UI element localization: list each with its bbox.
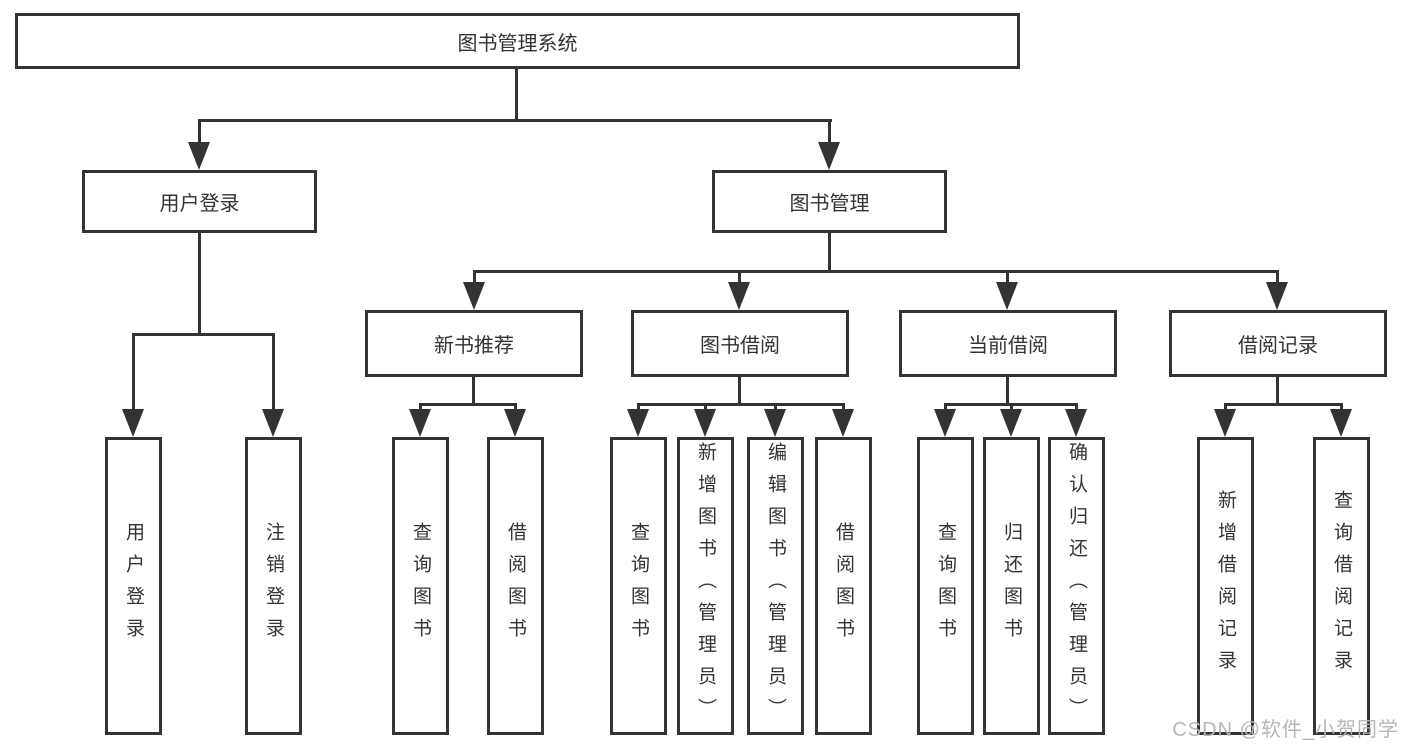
connector-segment xyxy=(514,403,517,412)
leaf-query-borrow-record: 查询借阅记录 xyxy=(1313,437,1370,735)
connector-segment xyxy=(774,403,777,412)
arrowhead-icon xyxy=(627,409,649,437)
arrowhead-icon xyxy=(934,409,956,437)
leaf-confirm-return-admin-label: 确认归还（管理员） xyxy=(1066,442,1087,730)
connector-segment xyxy=(1010,403,1013,412)
connector-segment xyxy=(419,403,517,406)
connector-segment xyxy=(1006,377,1009,405)
leaf-edit-books-admin-label: 编辑图书（管理员） xyxy=(765,442,786,730)
node-current-borrow-label: 当前借阅 xyxy=(968,335,1048,357)
leaf-borrow-books-recommend-label: 借阅图书 xyxy=(505,522,526,650)
arrowhead-icon xyxy=(188,142,210,170)
node-current-borrow: 当前借阅 xyxy=(899,310,1117,377)
arrowhead-icon xyxy=(463,282,485,310)
leaf-borrow-books: 借阅图书 xyxy=(815,437,872,735)
leaf-edit-books-admin: 编辑图书（管理员） xyxy=(747,437,804,735)
connector-segment xyxy=(1075,403,1078,412)
arrowhead-icon xyxy=(262,409,284,437)
connector-segment xyxy=(198,119,832,122)
connector-segment xyxy=(473,270,1279,273)
leaf-query-books-recommend: 查询图书 xyxy=(392,437,449,735)
leaf-query-borrow-record-label: 查询借阅记录 xyxy=(1331,490,1352,682)
connector-segment xyxy=(198,232,201,335)
arrowhead-icon xyxy=(1065,409,1087,437)
arrowhead-icon xyxy=(764,409,786,437)
node-borrow-records-label: 借阅记录 xyxy=(1238,335,1318,357)
csdn-watermark: CSDN @软件_小贺同学 xyxy=(1172,719,1399,741)
node-book-borrow: 图书借阅 xyxy=(631,310,849,377)
arrowhead-icon xyxy=(504,409,526,437)
leaf-query-books-borrow-label: 查询图书 xyxy=(628,522,649,650)
connector-segment xyxy=(198,119,201,145)
connector-segment xyxy=(1276,377,1279,405)
connector-segment xyxy=(1224,403,1227,412)
node-new-book-recommend-label: 新书推荐 xyxy=(434,335,514,357)
leaf-logout: 注销登录 xyxy=(245,437,302,735)
node-book-management-label: 图书管理 xyxy=(789,193,870,215)
connector-segment xyxy=(828,119,831,145)
connector-segment xyxy=(704,403,707,412)
arrowhead-icon xyxy=(409,409,431,437)
leaf-return-books: 归还图书 xyxy=(983,437,1040,735)
leaf-borrow-books-label: 借阅图书 xyxy=(833,522,854,650)
connector-segment xyxy=(944,403,947,412)
connector-segment xyxy=(637,403,845,406)
arrowhead-icon xyxy=(818,142,840,170)
arrowhead-icon xyxy=(1266,282,1288,310)
node-user-login: 用户登录 xyxy=(82,170,317,233)
connector-segment xyxy=(473,270,476,284)
connector-segment xyxy=(637,403,640,412)
connector-segment xyxy=(738,377,741,405)
leaf-add-books-admin-label: 新增图书（管理员） xyxy=(695,442,716,730)
leaf-confirm-return-admin: 确认归还（管理员） xyxy=(1048,437,1105,735)
connector-segment xyxy=(1276,270,1279,284)
leaf-return-books-label: 归还图书 xyxy=(1001,522,1022,650)
leaf-query-books-recommend-label: 查询图书 xyxy=(410,522,431,650)
connector-segment xyxy=(272,333,275,411)
leaf-add-books-admin: 新增图书（管理员） xyxy=(677,437,734,735)
connector-segment xyxy=(472,377,475,405)
connector-segment xyxy=(1006,270,1009,284)
arrowhead-icon xyxy=(1000,409,1022,437)
node-root: 图书管理系统 xyxy=(15,13,1020,69)
leaf-user-login-label: 用户登录 xyxy=(123,522,144,650)
node-new-book-recommend: 新书推荐 xyxy=(365,310,583,377)
node-book-management: 图书管理 xyxy=(712,170,947,233)
node-borrow-records: 借阅记录 xyxy=(1169,310,1387,377)
leaf-borrow-books-recommend: 借阅图书 xyxy=(487,437,544,735)
leaf-query-books-borrow: 查询图书 xyxy=(610,437,667,735)
arrowhead-icon xyxy=(728,282,750,310)
connector-segment xyxy=(132,333,275,336)
connector-segment xyxy=(738,270,741,284)
connector-segment xyxy=(515,68,518,121)
arrowhead-icon xyxy=(1214,409,1236,437)
node-root-label: 图书管理系统 xyxy=(457,32,578,55)
arrowhead-icon xyxy=(832,409,854,437)
leaf-user-login: 用户登录 xyxy=(105,437,162,735)
leaf-logout-label: 注销登录 xyxy=(263,522,284,650)
connector-segment xyxy=(1340,403,1343,412)
connector-segment xyxy=(419,403,422,412)
node-user-login-label: 用户登录 xyxy=(159,193,240,215)
leaf-add-borrow-record: 新增借阅记录 xyxy=(1197,437,1254,735)
leaf-add-borrow-record-label: 新增借阅记录 xyxy=(1215,490,1236,682)
connector-segment xyxy=(132,333,135,411)
connector-segment xyxy=(828,233,831,272)
arrowhead-icon xyxy=(694,409,716,437)
arrowhead-icon xyxy=(1330,409,1352,437)
arrowhead-icon xyxy=(122,409,144,437)
leaf-query-books-current: 查询图书 xyxy=(917,437,974,735)
connector-segment xyxy=(842,403,845,412)
connector-segment xyxy=(1224,403,1343,406)
leaf-query-books-current-label: 查询图书 xyxy=(935,522,956,650)
arrowhead-icon xyxy=(996,282,1018,310)
node-book-borrow-label: 图书借阅 xyxy=(700,335,780,357)
